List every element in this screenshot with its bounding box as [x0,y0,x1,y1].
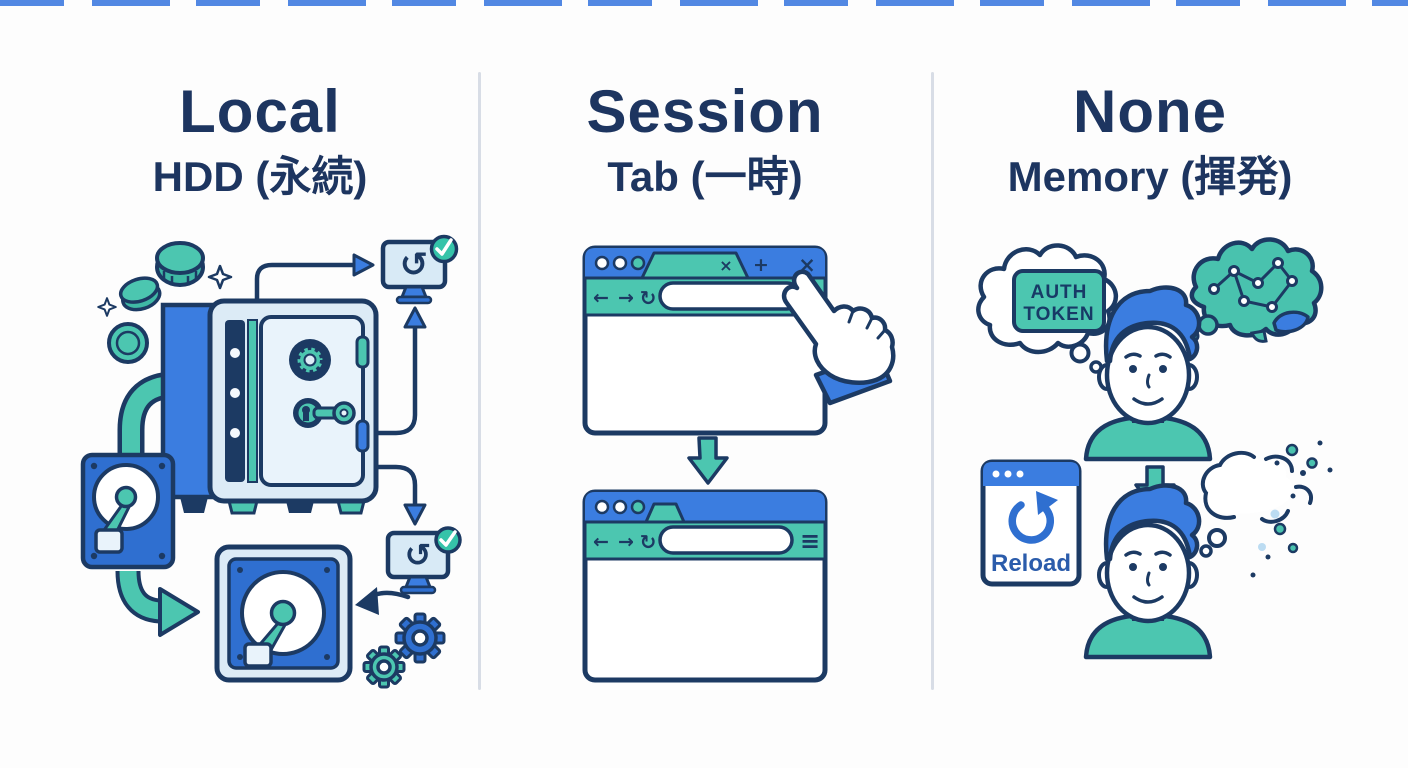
check-badge-icon [429,234,459,264]
thought-bubble-icon [1207,528,1227,548]
column-divider-2 [931,72,934,690]
top-edge-decoration [0,0,1408,6]
session-title: Session [586,78,824,145]
reload-icon: ↻ [640,530,657,554]
session-storage-illustration: × + × ← → ↻ ← → ↻ [582,245,896,683]
back-icon: ← [593,531,609,553]
arrow-monitor-to-hdd [355,587,411,615]
combination-dial-icon [289,339,331,381]
reload-window-icon: Reload [980,459,1082,587]
browser-tab [644,502,686,524]
browser-window: ← → ↻ ≡ [582,489,828,683]
window-dot-icon [630,255,646,271]
hinge-icon [355,419,370,453]
thought-bubble-icon [1197,314,1219,336]
menu-icon: ≡ [800,527,820,555]
address-bar [658,525,794,555]
key-lock-icon [293,398,356,428]
window-dot-icon [992,470,1000,478]
arrow-safe-down [376,464,427,526]
forward-icon: → [618,287,634,309]
arrow-hdd-to-hdd [115,570,200,637]
window-dot-icon [630,499,646,515]
auth-token-line1: AUTH [1031,282,1088,303]
dissolving-cloud-icon [1200,450,1313,524]
none-subtitle: Memory (揮発) [1007,153,1293,200]
gear-icon [394,612,446,664]
browser-window: × + × ← → ↻ [582,245,828,436]
coin-icon [118,276,162,312]
hinge-icon [355,335,370,369]
monitor-restore-icon: ↺ [380,234,459,305]
column-header-none: None Memory (揮発) [930,82,1370,198]
arrow-safe-to-monitor [254,253,375,305]
hard-drive-icon [80,452,176,570]
window-dot-icon [612,255,628,271]
local-storage-illustration: ↺ ↺ [80,234,462,689]
restore-arrow-icon: ↺ [405,536,432,574]
window-dot-icon [594,255,610,271]
thought-cloud-auth-token: AUTH TOKEN [976,243,1118,374]
address-bar [658,281,802,311]
column-divider-1 [478,72,481,690]
column-header-local: Local HDD (永続) [40,82,480,198]
hard-drive-icon [214,544,353,683]
coin-icon [155,241,205,287]
reload-label: Reload [991,550,1071,577]
tab-close-icon: × [719,256,732,275]
thought-bubble-icon [1199,544,1213,558]
local-subtitle: HDD (永続) [152,153,368,200]
arrow-safe-up [376,306,427,436]
reload-circular-arrow-icon [1008,491,1058,544]
sparkle-icon [97,297,117,317]
new-tab-icon: + [753,254,769,276]
forward-icon: → [618,531,634,553]
session-subtitle: Tab (一時) [607,153,803,200]
hand-cursor-icon [781,269,896,406]
window-dot-icon [1016,470,1024,478]
window-dot-icon [612,499,628,515]
safe-icon [160,298,379,515]
coin-icon [107,322,149,364]
reload-icon: ↻ [640,286,657,310]
back-icon: ← [593,287,609,309]
brain-icon [1186,237,1324,343]
down-arrow-icon [687,436,729,485]
thought-bubble-icon [1069,342,1091,364]
monitor-restore-icon: ↺ [385,526,462,595]
gear-icon [362,645,406,689]
local-title: Local [179,78,341,145]
restore-arrow-icon: ↺ [400,245,429,285]
dissolve-particles [1250,440,1333,578]
check-badge-icon [434,526,462,554]
window-dot-icon [1004,470,1012,478]
memory-storage-illustration: AUTH TOKEN [976,237,1333,695]
none-title: None [1073,78,1227,145]
column-header-session: Session Tab (一時) [480,82,930,198]
window-dot-icon [594,499,610,515]
auth-token-badge [1012,269,1106,333]
auth-token-line2: TOKEN [1023,304,1094,325]
person-icon [1086,485,1210,657]
sparkle-icon [207,264,233,290]
